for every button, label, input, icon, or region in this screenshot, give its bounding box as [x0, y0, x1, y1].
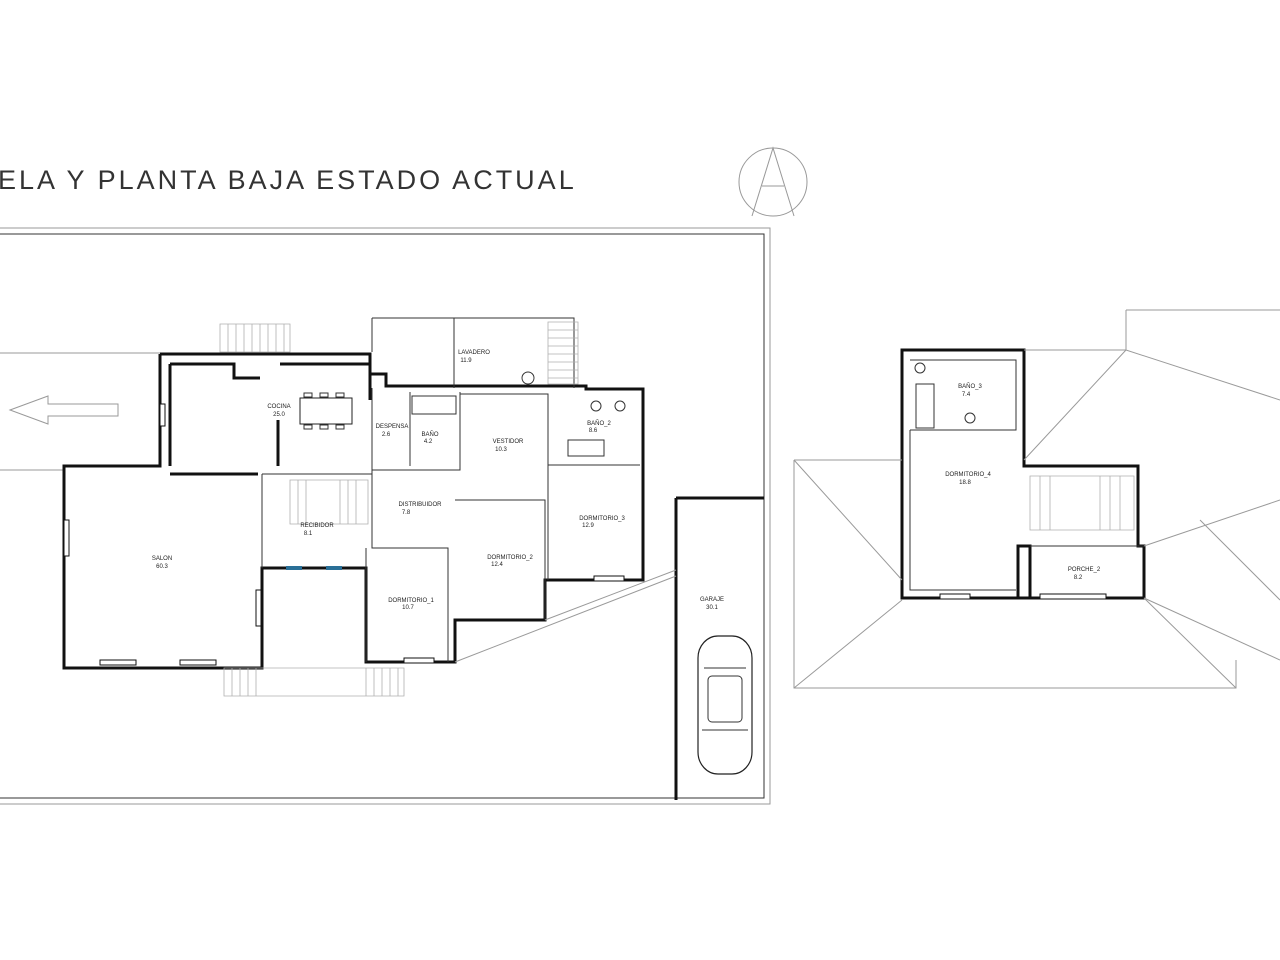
room-label: COCINA	[267, 404, 290, 410]
room-label: PORCHE_2	[1068, 567, 1101, 573]
room-area: 4.2	[424, 439, 433, 445]
room-label: BAÑO	[421, 431, 438, 438]
room-area: 2.6	[382, 432, 391, 438]
room-area: 12.9	[582, 523, 594, 529]
windows	[63, 403, 625, 666]
room-area: 10.7	[402, 605, 414, 611]
room-area: 7.8	[402, 510, 411, 516]
room-area: 18.8	[959, 480, 971, 486]
room-label: DORMITORIO_2	[487, 555, 533, 561]
room-label: DISTRIBUIDOR	[398, 502, 442, 508]
north-arrow-icon	[738, 146, 808, 217]
room-label: GARAJE	[700, 597, 724, 603]
room-label: SALON	[152, 556, 172, 562]
room-label: DORMITORIO_3	[579, 516, 625, 522]
room-area: 60.3	[156, 564, 168, 570]
room-label: BAÑO_2	[587, 420, 611, 427]
ground-floor-walls	[62, 317, 645, 670]
bathroom-fixtures	[411, 362, 976, 457]
room-label: RECIBIDOR	[300, 523, 334, 529]
room-area: 10.3	[495, 447, 507, 453]
room-area: 8.2	[1074, 575, 1083, 581]
plot-boundary	[0, 227, 771, 805]
room-label: VESTIDOR	[493, 439, 524, 445]
room-label: BAÑO_3	[958, 383, 982, 390]
room-area: 7.4	[962, 392, 971, 398]
room-area: 8.1	[304, 531, 313, 537]
room-area: 12.4	[491, 562, 503, 568]
garage	[454, 496, 764, 800]
room-area: 11.9	[460, 358, 472, 364]
stairs	[219, 321, 1135, 697]
car-icon	[697, 635, 753, 775]
room-area: 25.0	[273, 412, 285, 418]
room-label: DORMITORIO_4	[945, 472, 991, 478]
upper-floor-walls	[900, 348, 1146, 600]
room-label: LAVADERO	[458, 350, 490, 356]
left-arrow-icon	[8, 395, 119, 425]
room-area: 30.1	[706, 605, 718, 611]
room-area: 8.6	[589, 428, 598, 434]
roof-outlines	[793, 309, 1280, 689]
room-label: DESPENSA	[376, 424, 409, 430]
room-label: DORMITORIO_1	[388, 598, 434, 604]
drawing-title: ELA Y PLANTA BAJA ESTADO ACTUAL	[0, 165, 577, 195]
dining-table	[299, 392, 353, 430]
